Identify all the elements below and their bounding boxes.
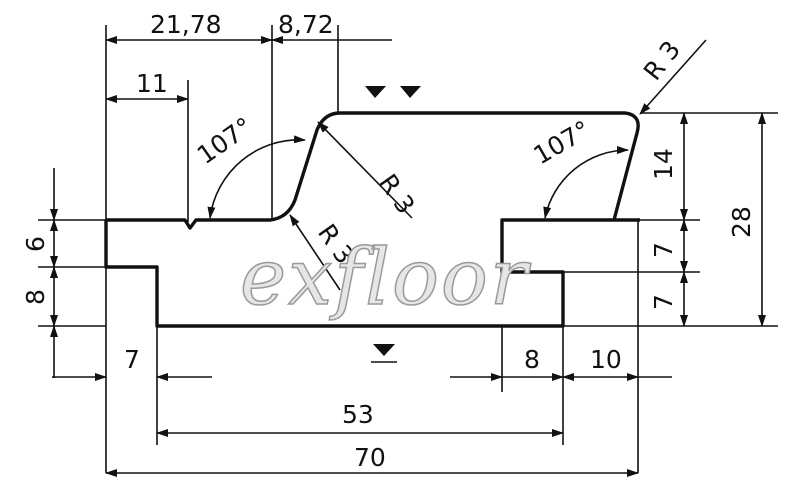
dim-21-78: 21,78 [150, 10, 222, 39]
radius-top-left: R 3 [373, 169, 420, 219]
dim-70: 70 [354, 443, 386, 472]
level-marker-top [365, 86, 421, 98]
dim-6: 6 [21, 236, 50, 252]
dim-53: 53 [342, 400, 374, 429]
level-marker-bottom [373, 344, 395, 356]
dim-11: 11 [136, 69, 168, 98]
dim-10-bottom: 10 [590, 345, 622, 374]
dim-8-72: 8,72 [278, 10, 334, 39]
dim-8-bottom: 8 [524, 345, 540, 374]
dim-7-lower: 7 [649, 294, 678, 310]
dim-7-bottom: 7 [124, 345, 140, 374]
dim-7-upper: 7 [649, 242, 678, 258]
dim-8-left: 8 [21, 289, 50, 305]
angle-107-left: 107° [192, 112, 258, 170]
dim-14: 14 [649, 148, 678, 180]
watermark-logo: exfloor [240, 233, 532, 323]
dim-28: 28 [727, 206, 756, 238]
radius-top-right: R 3 [638, 35, 686, 85]
